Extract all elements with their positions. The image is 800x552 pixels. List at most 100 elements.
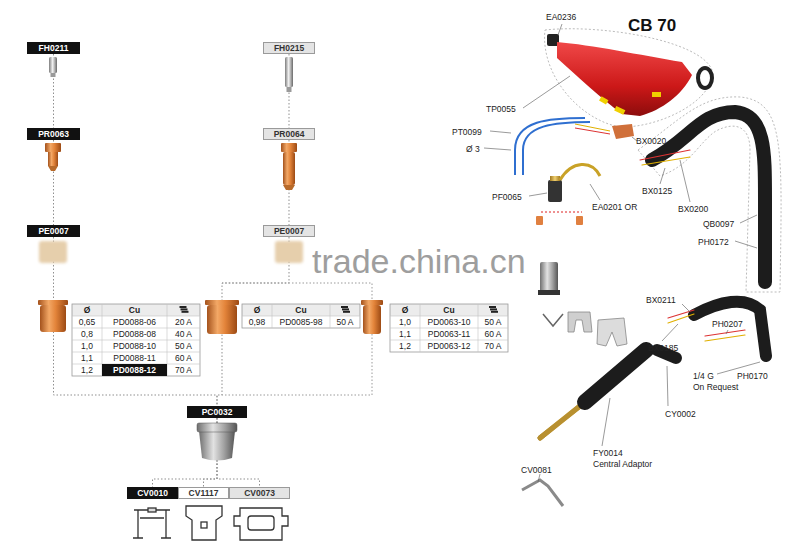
part-code: CV0010 <box>137 488 168 498</box>
part-code: PR0063 <box>38 129 69 139</box>
dotted-branch <box>222 283 372 395</box>
part-label: CV0081 <box>521 465 552 475</box>
part-label: EA0236 <box>546 12 576 22</box>
part-code-box: CV0073 <box>229 487 290 499</box>
table-cell: 70 A <box>167 364 200 376</box>
table-header: Ø <box>242 304 272 316</box>
part-label: On Request <box>693 382 738 392</box>
table-cell: 0,8 <box>72 328 102 340</box>
table-cell: PD0063-11 <box>420 328 478 340</box>
table-cell: 1,0 <box>390 316 420 328</box>
table-cell: PD0085-98 <box>272 316 330 328</box>
table-cell: 1,2 <box>390 340 420 352</box>
part-label: BX0211 <box>646 295 676 305</box>
table-header: Ø <box>390 304 420 316</box>
table-cell: 50 A <box>167 340 200 352</box>
table-cell: PD0088-08 <box>102 328 167 340</box>
part-label: CY0002 <box>665 409 696 419</box>
table-cell: 0,65 <box>72 316 102 328</box>
table-header: Ø <box>72 304 102 316</box>
part-label: Central Adaptor <box>593 459 652 469</box>
part-label: PH0207 <box>712 319 743 329</box>
electrode-icon <box>49 57 57 77</box>
table-cell: 50 A <box>478 316 508 328</box>
part-code-box: CV0010 <box>127 487 178 499</box>
part-label: BX0020 <box>636 136 666 146</box>
part-label: PH0170 <box>737 371 768 381</box>
part-label: PF0065 <box>492 192 522 202</box>
part-label: BX0125 <box>642 186 672 196</box>
shield-cup-icon <box>197 423 237 461</box>
table-cell: PD0088-12 <box>102 364 167 376</box>
switch-part <box>612 124 634 139</box>
part-code: PE0007 <box>38 226 68 236</box>
part-code-box: FH0211 <box>27 42 80 54</box>
torch-head <box>536 164 600 225</box>
table-grid <box>72 304 200 376</box>
table-cell: 1,0 <box>72 340 102 352</box>
table-cell: 1,1 <box>72 352 102 364</box>
part-label: EA0201 OR <box>592 202 637 212</box>
group-outline <box>545 29 713 127</box>
part-code: PE0007 <box>274 226 304 236</box>
part-label: PT0099 <box>452 127 482 137</box>
part-label: BX0185 <box>648 343 678 353</box>
small-parts <box>538 262 627 346</box>
dotted-branch <box>222 283 372 300</box>
part-code-box: CV1117 <box>178 487 229 499</box>
table-cell: PD0088-11 <box>102 352 167 364</box>
torch-handle <box>547 34 712 116</box>
part-label: BX0200 <box>678 204 708 214</box>
table-cell: PD0063-10 <box>420 316 478 328</box>
part-code: PC0032 <box>202 407 233 417</box>
central-adaptor <box>540 350 676 438</box>
watermark: trade.china.cn <box>312 244 526 278</box>
table-grid <box>242 304 360 328</box>
part-code: CV0073 <box>244 488 275 498</box>
part-label: PH0172 <box>698 237 729 247</box>
table-cell: PD0063-12 <box>420 340 478 352</box>
gas-tube <box>515 118 610 175</box>
diagram-title: CB 70 <box>628 16 676 36</box>
nozzle-icon <box>38 300 383 334</box>
part-code-box: FH0215 <box>263 42 315 54</box>
part-label: TP0055 <box>486 104 516 114</box>
part-code: PR0064 <box>274 129 305 139</box>
part-code-box: PR0063 <box>27 128 80 140</box>
table-cell: 60 A <box>478 328 508 340</box>
part-code: FH0211 <box>39 43 69 53</box>
table-cell: 60 A <box>167 352 200 364</box>
table-cell: PD0088-10 <box>102 340 167 352</box>
part-code: CV1117 <box>189 488 219 498</box>
table-cell: 1,2 <box>72 364 102 376</box>
part-code-box: PC0032 <box>187 406 247 418</box>
dotted-connector <box>54 237 218 406</box>
table-cell: 50 A <box>330 316 360 328</box>
part-code-box: PE0007 <box>27 225 80 237</box>
part-label: Ø 3 <box>466 144 480 154</box>
group-outline <box>638 97 781 292</box>
cable <box>640 112 766 356</box>
cv0081-part <box>522 480 563 506</box>
table-cell: 1,1 <box>390 328 420 340</box>
table-grid <box>390 304 508 352</box>
table-cell: 0,98 <box>242 316 272 328</box>
table-header: Cu <box>102 304 167 316</box>
electrode-icon <box>285 57 293 92</box>
tip-icon <box>45 143 61 171</box>
table-cell: 40 A <box>167 328 200 340</box>
table-header: Cu <box>272 304 330 316</box>
table-cell: 70 A <box>478 340 508 352</box>
tip-icon <box>281 143 297 190</box>
part-label: FY0014 <box>593 448 623 458</box>
diffuser-icon <box>39 241 303 263</box>
spacer-icon <box>133 506 288 540</box>
table-cell: PD0088-06 <box>102 316 167 328</box>
part-code: FH0215 <box>274 43 304 53</box>
table-cell: 20 A <box>167 316 200 328</box>
table-header: Cu <box>420 304 478 316</box>
part-code-box: PR0064 <box>263 128 315 140</box>
dotted-branch <box>222 334 372 395</box>
part-label: 1/4 G <box>693 371 714 381</box>
